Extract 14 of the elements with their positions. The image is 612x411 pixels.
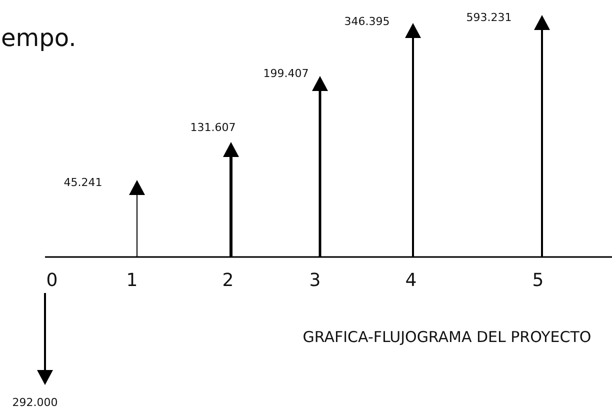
value-label: 45.241: [64, 177, 102, 188]
value-label: 593.231: [466, 12, 512, 23]
value-label: 131.607: [190, 122, 236, 133]
axis-tick-label: 4: [405, 272, 417, 290]
value-label: 292.000: [12, 397, 58, 408]
value-label: 199.407: [263, 68, 309, 79]
axis-tick-label: 0: [46, 272, 58, 290]
value-label: 346.395: [344, 16, 390, 27]
chart-title: GRAFICA-FLUJOGRAMA DEL PROYECTO: [302, 330, 592, 345]
axis-tick-label: 1: [126, 272, 138, 290]
axis-tick-label: 5: [532, 272, 544, 290]
axis-tick-label: 2: [222, 272, 234, 290]
axis-tick-label: 3: [309, 272, 321, 290]
note-text: empo.: [1, 26, 76, 50]
